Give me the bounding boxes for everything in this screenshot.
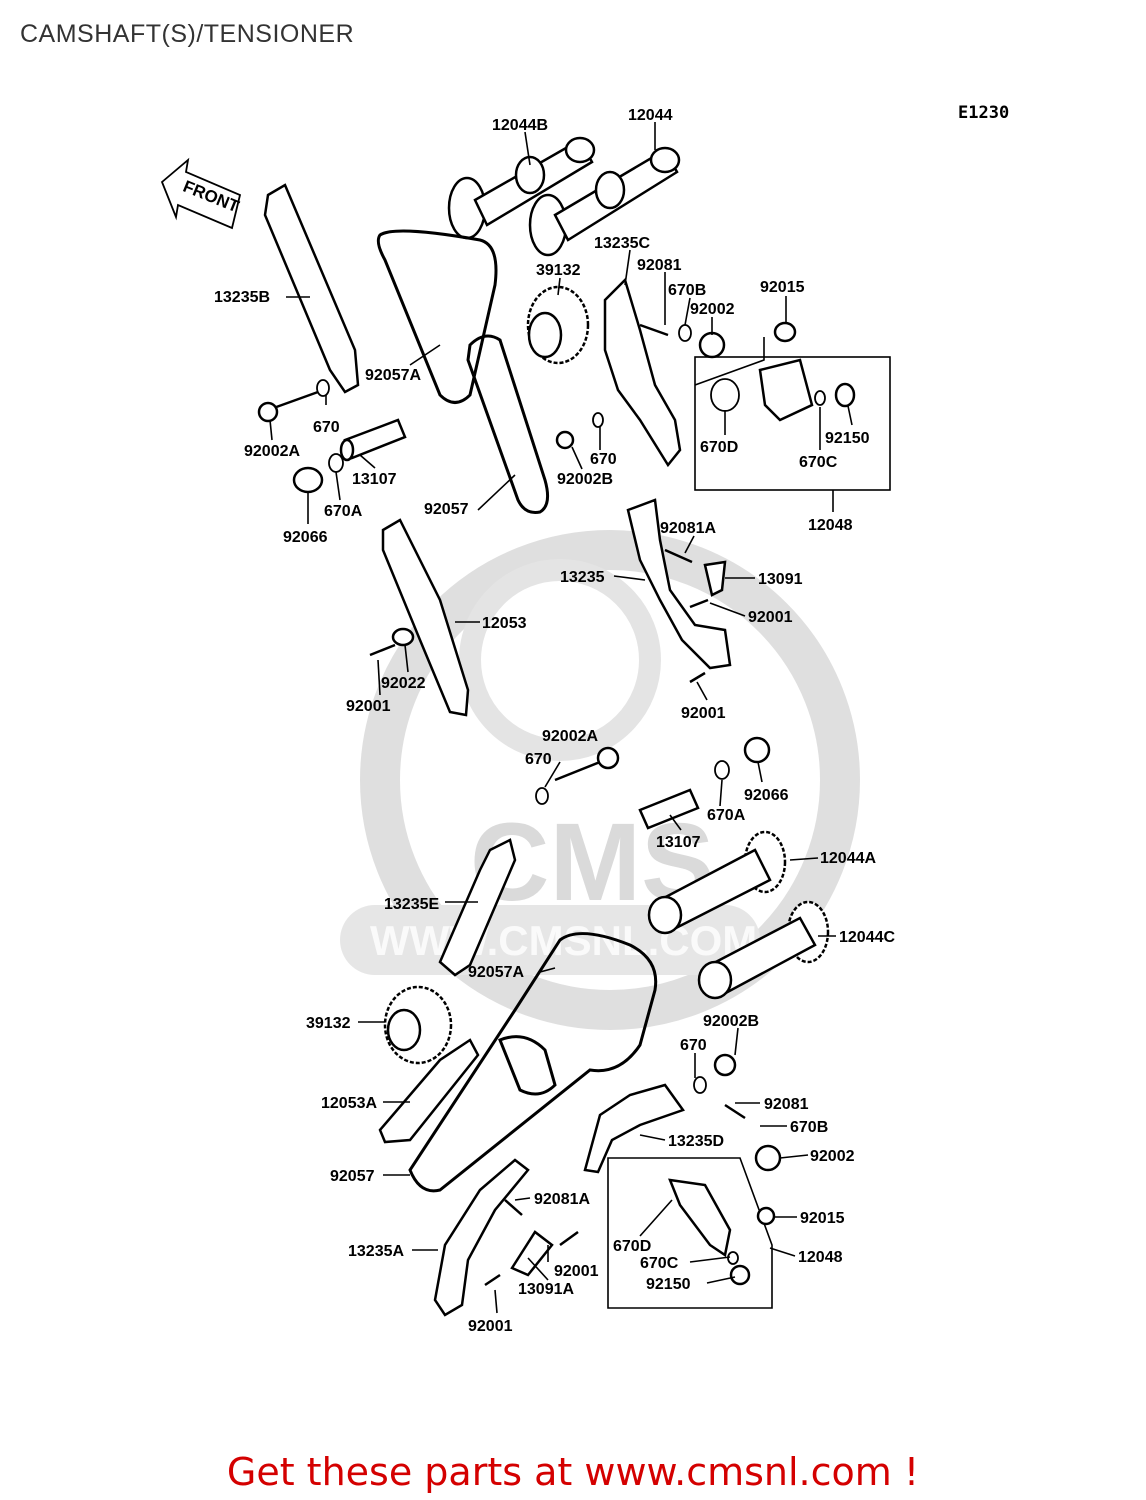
part-label: 670D <box>700 439 738 456</box>
part-label: 670A <box>707 807 746 824</box>
part-label: 92002A <box>542 728 598 745</box>
idler-gear-39132-part <box>526 285 590 365</box>
part-label: 92001 <box>554 1263 599 1280</box>
shaft-13107-lower-part <box>638 788 700 830</box>
front-arrow-icon: FRONT <box>160 157 242 230</box>
part-label: 92057A <box>468 964 524 981</box>
part-label: 670 <box>525 751 552 768</box>
part-label: 670 <box>680 1037 707 1054</box>
leader-lines <box>269 122 853 1314</box>
plate-13091-part <box>703 560 727 597</box>
tensioner-guide-13235d-part <box>583 1083 685 1174</box>
part-label: 12044A <box>820 850 876 867</box>
part-label: 92001 <box>468 1318 513 1335</box>
cam-chain-upper-part <box>376 229 498 404</box>
part-label: 13107 <box>352 471 397 488</box>
part-label: 670C <box>640 1255 679 1272</box>
part-label: 12053A <box>321 1095 377 1112</box>
part-label: 92081 <box>764 1096 809 1113</box>
part-label: 12044C <box>839 929 895 946</box>
part-label: 92066 <box>283 529 328 546</box>
part-label: 39132 <box>306 1015 351 1032</box>
tensioner-guide-13235a-part <box>433 1158 530 1317</box>
page-title: CAMSHAFT(S)/TENSIONER <box>20 20 355 48</box>
part-labels: 12044B 12044 13235C 39132 92081 670B 920… <box>214 107 895 1335</box>
watermark-url: WWW.CMSNL.COM <box>370 917 757 964</box>
part-label: 13235 <box>560 569 605 586</box>
idler-gear-39132-lower-part <box>383 985 453 1065</box>
part-label: 670 <box>590 451 617 468</box>
part-label: 12044B <box>492 117 548 134</box>
plate-13091a-part <box>510 1230 554 1277</box>
part-label: 12044 <box>628 107 673 124</box>
part-label: 92066 <box>744 787 789 804</box>
part-label: 670D <box>613 1238 651 1255</box>
diagram-code: E1230 <box>958 103 1009 123</box>
part-label: 670 <box>313 419 340 436</box>
tensioner-body-12048-part <box>758 358 814 422</box>
part-label: 13091A <box>518 1281 574 1298</box>
tensioner-body-12048-lower-part <box>668 1178 732 1258</box>
part-label: 92002B <box>703 1013 759 1030</box>
chain-guide-12053a-part <box>378 1038 480 1144</box>
part-label: 92057 <box>330 1168 375 1185</box>
chain-guide-13235e-part <box>438 838 517 977</box>
upper-assembly <box>257 136 891 717</box>
part-label: 92002B <box>557 471 613 488</box>
part-label: 13235D <box>668 1133 724 1150</box>
part-label: 92081 <box>637 257 682 274</box>
part-label: 92150 <box>825 430 870 447</box>
part-label: 670C <box>799 454 838 471</box>
camshaft-12044c-part <box>697 900 830 1000</box>
part-label: 13235E <box>384 896 439 913</box>
tensioner-assembly-frame <box>694 356 891 491</box>
camshaft-12044-part <box>528 146 681 257</box>
part-label: 670A <box>324 503 363 520</box>
part-label: 92057A <box>365 367 421 384</box>
part-label: 92015 <box>760 279 805 296</box>
tensioner-assembly-frame-lower <box>607 1157 773 1309</box>
part-label: 92022 <box>381 675 426 692</box>
part-label: 39132 <box>536 262 581 279</box>
part-label: 92150 <box>646 1276 691 1293</box>
cam-chain-lower-part <box>408 932 658 1193</box>
part-label: 92057 <box>424 501 469 518</box>
part-label: 13235A <box>348 1243 404 1260</box>
part-label: 92081A <box>534 1191 590 1208</box>
part-label: 92001 <box>346 698 391 715</box>
camshaft-12044b-part <box>447 136 596 240</box>
tensioner-guide-13235-part <box>626 498 732 670</box>
part-label: 12048 <box>808 517 853 534</box>
part-label: 92001 <box>748 609 793 626</box>
part-label: 92081A <box>660 520 716 537</box>
part-label: 92015 <box>800 1210 845 1227</box>
part-label: 13091 <box>758 571 803 588</box>
cam-chain-lower-loop-part <box>466 334 550 514</box>
part-label: 13235B <box>214 289 270 306</box>
part-label: 92001 <box>681 705 726 722</box>
footer-link[interactable]: Get these parts at www.cmsnl.com ! <box>226 1450 920 1494</box>
part-label: 13235C <box>594 235 650 252</box>
part-label: 12053 <box>482 615 527 632</box>
part-label: 92002 <box>690 301 735 318</box>
tensioner-guide-13235c-part <box>603 277 682 468</box>
part-label: 670B <box>668 282 706 299</box>
chain-guide-12053-part <box>381 518 470 717</box>
chain-guide-13235b-part <box>263 183 360 394</box>
part-label: 92002A <box>244 443 300 460</box>
part-label: 670B <box>790 1119 828 1136</box>
camshaft-12044a-part <box>647 830 787 935</box>
part-label: 92002 <box>810 1148 855 1165</box>
part-label: 13107 <box>656 834 701 851</box>
part-label: 12048 <box>798 1249 843 1266</box>
lower-assembly <box>378 736 830 1317</box>
